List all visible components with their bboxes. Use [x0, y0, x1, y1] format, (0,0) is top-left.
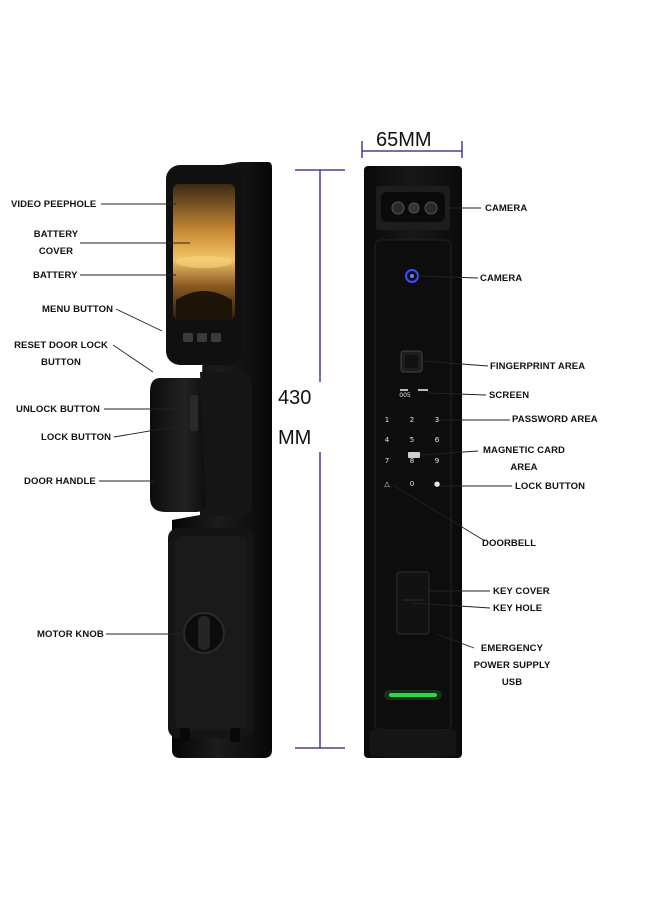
label-fingerprint-area: FINGERPRINT AREA	[490, 361, 586, 372]
label-reset-door-lock: RESET DOOR LOCK BUTTON	[8, 337, 114, 371]
label-magnetic-line1: MAGNETIC CARD	[482, 445, 566, 456]
camera-lens-1	[391, 201, 405, 215]
label-lock-button-right: LOCK BUTTON	[515, 481, 586, 492]
key-6[interactable]: 6	[434, 436, 440, 444]
label-unlock-button: UNLOCK BUTTON	[16, 404, 100, 415]
key-1[interactable]: 1	[384, 416, 390, 424]
label-battery-cover: BATTERY COVER	[26, 226, 86, 260]
menu-button-3	[211, 333, 221, 342]
door-handle-shape	[150, 378, 208, 512]
key-9[interactable]: 9	[434, 457, 440, 465]
height-dimension	[295, 169, 345, 749]
right-leader-lines	[392, 207, 512, 649]
label-reset-line2: BUTTON	[40, 357, 81, 368]
doorbell-icon[interactable]: △	[384, 480, 390, 488]
label-screen: SCREEN	[489, 390, 530, 401]
label-emergency-line2: POWER SUPPLY	[473, 660, 551, 671]
label-reset-line1: RESET DOOR LOCK	[14, 340, 108, 351]
label-emergency-line3: USB	[501, 677, 523, 688]
width-dimension	[361, 141, 463, 158]
label-battery: BATTERY	[33, 270, 78, 281]
menu-button-1	[183, 333, 193, 342]
key-0[interactable]: 0	[409, 480, 415, 488]
label-motor-knob: MOTOR KNOB	[37, 629, 104, 640]
label-emergency-line1: EMERGENCY	[480, 643, 544, 654]
label-battery-cover-line2: COVER	[38, 246, 74, 257]
label-key-cover: KEY COVER	[493, 586, 550, 597]
camera-lens-2	[408, 202, 420, 214]
height-dimension-label-unit: MM	[278, 427, 312, 449]
label-battery-cover-line1: BATTERY	[33, 229, 79, 240]
left-leader-lines	[80, 203, 192, 635]
key-8[interactable]: 8	[409, 457, 415, 465]
key-3[interactable]: 3	[434, 416, 440, 424]
led-strip	[389, 693, 437, 697]
label-camera-top: CAMERA	[485, 203, 528, 214]
label-magnetic-line2: AREA	[510, 462, 538, 473]
left-device	[150, 162, 272, 758]
key-7[interactable]: 7	[384, 457, 390, 465]
magnetic-card-mark	[408, 452, 420, 458]
video-peephole-screen	[173, 184, 235, 320]
menu-button-2	[197, 333, 207, 342]
label-lock-button-left: LOCK BUTTON	[41, 432, 112, 443]
label-door-handle: DOOR HANDLE	[24, 476, 96, 487]
label-key-hole: KEY HOLE	[493, 603, 543, 614]
width-dimension-label: 65MM	[376, 129, 432, 151]
label-camera-second: CAMERA	[480, 273, 523, 284]
key-4[interactable]: 4	[384, 436, 390, 444]
label-doorbell: DOORBELL	[482, 538, 537, 549]
lock-icon[interactable]: ●	[433, 480, 441, 488]
label-magnetic-card-area: MAGNETIC CARD AREA	[478, 442, 570, 476]
key-2[interactable]: 2	[409, 416, 415, 424]
right-device	[364, 166, 462, 758]
label-video-peephole: VIDEO PEEPHOLE	[11, 199, 97, 210]
label-password-area: PASSWORD AREA	[512, 414, 598, 425]
label-emergency-power-supply-usb: EMERGENCY POWER SUPPLY USB	[470, 640, 554, 691]
screen-readout: 005	[399, 392, 411, 399]
key-5[interactable]: 5	[409, 436, 415, 444]
label-menu-button: MENU BUTTON	[42, 304, 114, 315]
camera-lens-3	[424, 201, 438, 215]
height-dimension-label-value: 430	[278, 387, 312, 409]
